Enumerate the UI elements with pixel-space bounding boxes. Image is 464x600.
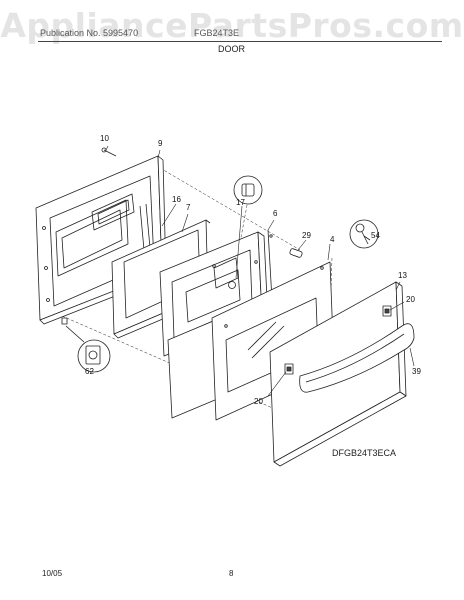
door-handle xyxy=(299,323,415,393)
callout-label: 16 xyxy=(172,195,181,204)
callout-label: 4 xyxy=(330,235,335,244)
callout-labels: 10 9 16 7 17 6 29 4 54 13 20 39 20 62 xyxy=(85,134,421,406)
callout-label: 6 xyxy=(273,209,278,218)
diagram-code: DFGB24T3ECA xyxy=(332,448,397,458)
footer-date: 10/05 xyxy=(42,569,63,578)
callout-label: 13 xyxy=(398,271,407,280)
header-rule xyxy=(38,41,442,42)
trim-cap-lower xyxy=(284,363,294,375)
callout-label: 20 xyxy=(406,295,415,304)
screw-54 xyxy=(349,219,379,249)
callout-label: 10 xyxy=(100,134,109,143)
callout-label: 7 xyxy=(186,203,191,212)
light-switch xyxy=(233,175,263,205)
callout-label: 54 xyxy=(371,231,380,240)
callout-label: 62 xyxy=(85,367,94,376)
footer-page-number: 8 xyxy=(229,569,234,578)
callout-label: 20 xyxy=(254,397,263,406)
screw-10 xyxy=(101,147,117,157)
leader-lines xyxy=(105,145,415,397)
section-title: DOOR xyxy=(218,44,245,54)
callout-label: 29 xyxy=(302,231,311,240)
hinge-pin xyxy=(289,248,303,258)
watermark: AppliancePartsPros.com xyxy=(0,6,464,45)
publication-number: Publication No. 5995470 xyxy=(40,28,139,38)
model-number: FGB24T3E xyxy=(194,28,240,38)
callout-label: 9 xyxy=(158,139,163,148)
callout-label: 17 xyxy=(236,198,245,207)
callout-label: 39 xyxy=(412,367,421,376)
trim-cap-upper xyxy=(382,305,392,317)
hinge-62 xyxy=(61,317,111,373)
